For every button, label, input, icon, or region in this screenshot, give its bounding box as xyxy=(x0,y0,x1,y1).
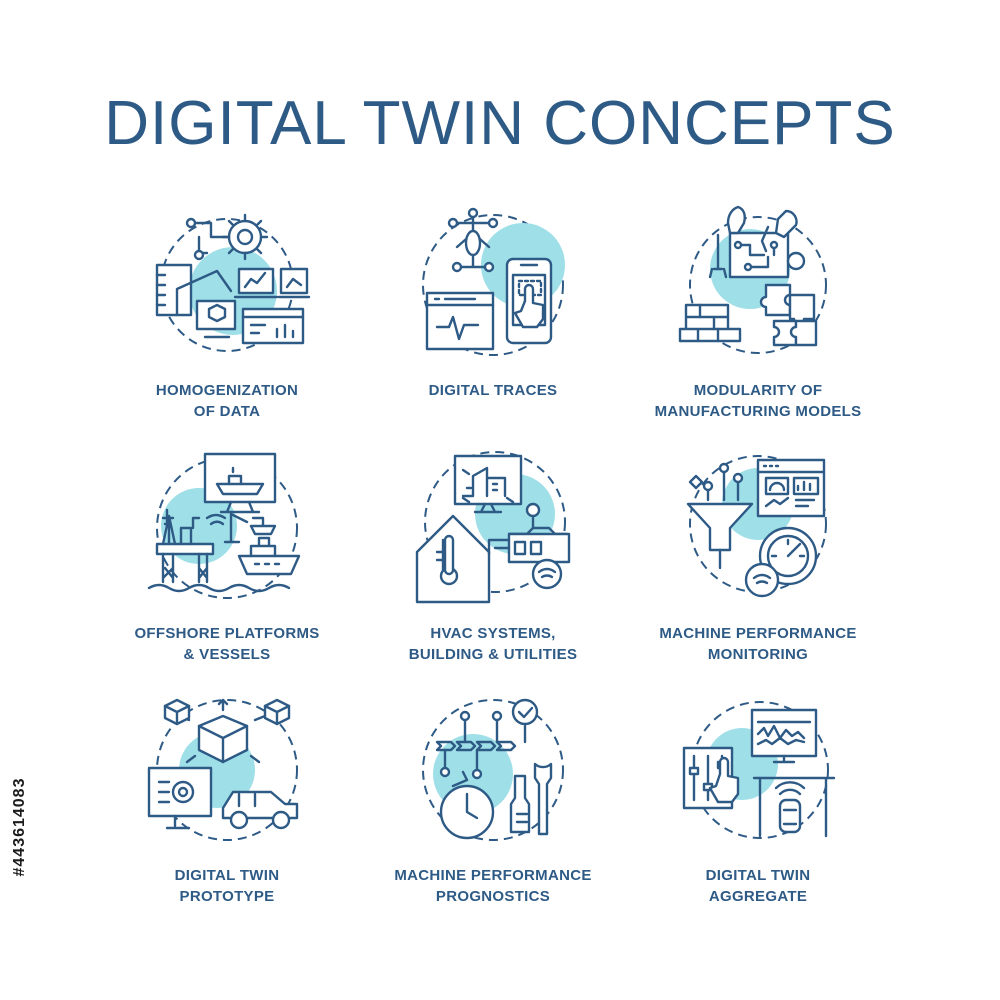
stock-id-watermark: #443614083 xyxy=(11,777,28,877)
modularity-icon xyxy=(678,205,827,354)
prognostics-icon xyxy=(422,698,564,841)
concept-digital-traces: DIGITAL TRACES xyxy=(353,205,633,445)
concept-label: HVAC SYSTEMS,BUILDING & UTILITIES xyxy=(408,625,578,663)
twin-prototype-icon xyxy=(147,698,299,841)
concept-hvac: HVAC SYSTEMS,BUILDING & UTILITIES xyxy=(353,448,633,688)
concept-label: OFFSHORE PLATFORMS& VESSELS xyxy=(134,625,320,663)
performance-monitoring-icon xyxy=(686,455,827,598)
twin-aggregate-icon xyxy=(682,701,836,839)
hvac-building-icon xyxy=(415,451,571,604)
concept-label: DIGITAL TRACES xyxy=(428,382,558,399)
data-homogenization-icon xyxy=(155,213,311,352)
concept-offshore: OFFSHORE PLATFORMS& VESSELS xyxy=(87,448,367,688)
offshore-platform-icon xyxy=(147,452,301,599)
page-title: DIGITAL TWIN CONCEPTS xyxy=(104,89,896,158)
digital-traces-icon xyxy=(422,207,565,356)
